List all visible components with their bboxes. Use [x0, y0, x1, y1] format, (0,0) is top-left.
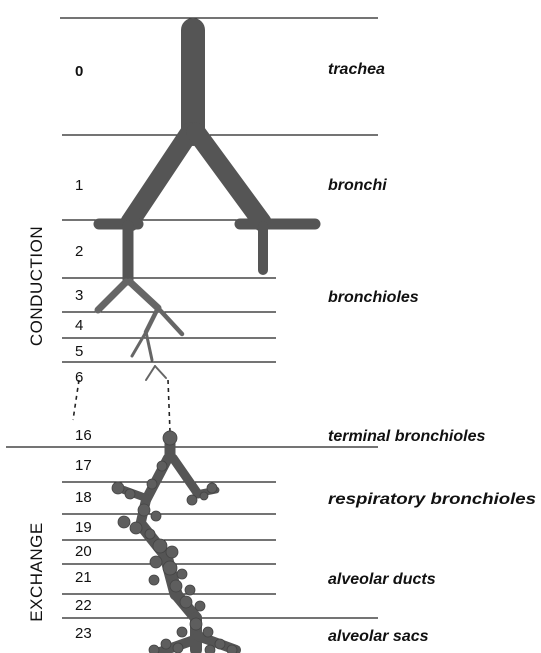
- label-bronchioles: bronchioles: [328, 289, 419, 306]
- generation-number: 23: [75, 625, 92, 642]
- generation-number: 19: [75, 519, 92, 536]
- generation-number: 18: [75, 489, 92, 506]
- alveolus: [227, 645, 237, 653]
- gen3-left-branch-shape: [98, 282, 126, 310]
- generation-number: 21: [75, 569, 92, 586]
- right-bronchus-shape: [196, 132, 262, 222]
- alveolus: [187, 495, 197, 505]
- generation-number: 22: [75, 597, 92, 614]
- generation-number: 17: [75, 457, 92, 474]
- alveolus: [125, 489, 135, 499]
- region-label-conduction: CONDUCTION: [27, 226, 46, 346]
- region-label-exchange: EXCHANGE: [27, 522, 46, 621]
- alveolus: [177, 569, 187, 579]
- generation-gap-dashes: [73, 380, 79, 420]
- alveolus: [161, 639, 171, 649]
- label-respiratory-bronchioles: respiratory bronchioles: [328, 491, 536, 508]
- label-alveolar-sacs: alveolar sacs: [328, 628, 429, 645]
- label-trachea: trachea: [328, 61, 385, 78]
- alveolus: [180, 596, 192, 608]
- alveolus: [205, 645, 215, 653]
- alveolus: [147, 479, 157, 489]
- alveolus: [215, 639, 225, 649]
- alveolus: [170, 580, 182, 592]
- alveolus: [185, 585, 195, 595]
- conducting-airway-tree: [73, 30, 315, 432]
- label-alveolar-ducts: alveolar ducts: [328, 571, 436, 588]
- gen5-left-branch-shape: [132, 332, 146, 356]
- alveolus: [207, 483, 217, 493]
- alveolus: [130, 522, 142, 534]
- alveolus: [163, 561, 177, 575]
- alveolus: [118, 516, 130, 528]
- alveolus: [177, 627, 187, 637]
- generation-number: 2: [75, 243, 83, 260]
- alveolus: [145, 529, 155, 539]
- gen5-right-branch-shape: [146, 332, 152, 360]
- gen6-left-branch-shape: [146, 366, 155, 380]
- gen6-right-branch-shape: [155, 366, 166, 378]
- alveolus: [151, 511, 161, 521]
- alveolus: [190, 618, 202, 630]
- alveolus: [203, 627, 213, 637]
- label-terminal-bronchioles: terminal bronchioles: [328, 428, 485, 445]
- alveolus: [195, 601, 205, 611]
- alveolus: [163, 431, 177, 445]
- alveolus: [153, 539, 167, 553]
- alveolus: [200, 492, 208, 500]
- generation-number: 20: [75, 543, 92, 560]
- label-bronchi: bronchi: [328, 177, 387, 194]
- generation-number: 5: [75, 343, 83, 360]
- respiratory-zone-tree: [112, 431, 237, 653]
- alveolus: [138, 504, 150, 516]
- airway-continuation-dashes: [168, 380, 170, 432]
- generation-number: 16: [75, 427, 92, 444]
- generation-number: 4: [75, 317, 83, 334]
- generation-numbers: 0 1 2 3 4 5 6 16 17 18 19 20 21 22 23: [75, 63, 92, 642]
- generation-number: 3: [75, 287, 83, 304]
- alveolus: [166, 546, 178, 558]
- alveolus: [149, 575, 159, 585]
- gen3-right-branch-shape: [130, 282, 158, 308]
- alveolus: [173, 643, 183, 653]
- generation-number: 1: [75, 177, 83, 194]
- generation-number: 6: [75, 369, 83, 386]
- left-bronchus-shape: [130, 132, 190, 222]
- structure-names: trachea bronchi bronchioles terminal bro…: [328, 61, 536, 645]
- alveolus: [112, 482, 124, 494]
- resp-bronchiole-right-shape: [173, 458, 198, 494]
- alveolus: [149, 645, 159, 653]
- generation-number: 0: [75, 63, 83, 80]
- alveolus: [150, 556, 162, 568]
- alveolus: [157, 461, 167, 471]
